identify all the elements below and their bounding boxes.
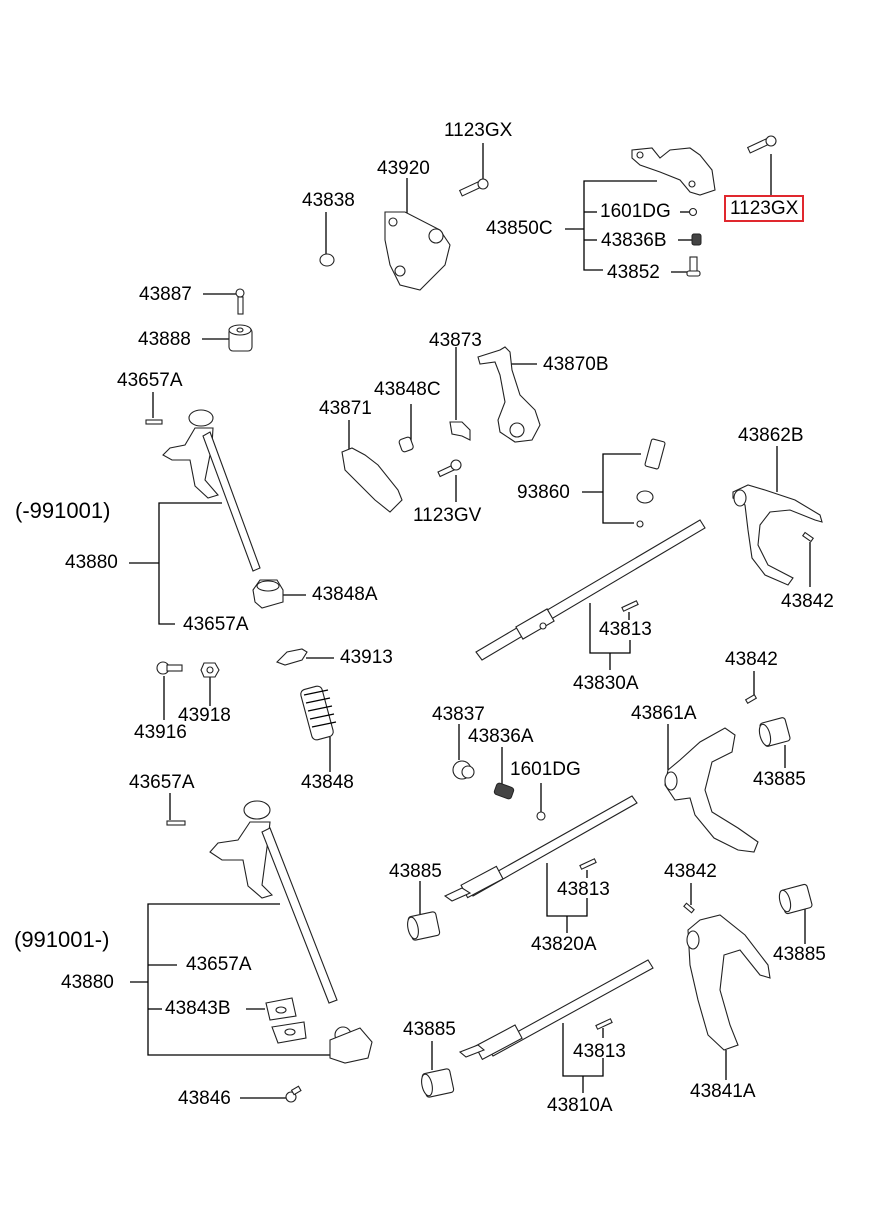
callout-43836a[interactable]: 43836A bbox=[468, 726, 534, 747]
callout-43861a[interactable]: 43861A bbox=[631, 703, 697, 724]
spring-43848-icon bbox=[300, 685, 337, 741]
callout-43870b[interactable]: 43870B bbox=[543, 354, 609, 375]
ball-1601dg-top-icon bbox=[688, 207, 698, 217]
plug-43837-icon bbox=[452, 760, 475, 780]
callout-43885-2[interactable]: 43885 bbox=[389, 861, 442, 882]
bolt-43846-icon bbox=[285, 1085, 302, 1103]
callout-43920[interactable]: 43920 bbox=[377, 158, 430, 179]
callout-43836b[interactable]: 43836B bbox=[601, 230, 667, 251]
callout-43657a-3[interactable]: 43657A bbox=[129, 772, 195, 793]
callout-43848[interactable]: 43848 bbox=[301, 772, 354, 793]
switch-93860-icon bbox=[636, 438, 666, 528]
callout-43842-1[interactable]: 43842 bbox=[781, 591, 834, 612]
callout-43880-early[interactable]: 43880 bbox=[65, 552, 118, 573]
callout-43842-2[interactable]: 43842 bbox=[725, 649, 778, 670]
bushing-43885-2-icon bbox=[407, 911, 441, 941]
callout-43830a[interactable]: 43830A bbox=[573, 673, 639, 694]
nut-43918-icon bbox=[200, 662, 220, 678]
callout-43885-4[interactable]: 43885 bbox=[403, 1019, 456, 1040]
shift-rail-43810a-icon bbox=[458, 959, 654, 1061]
callout-43810a[interactable]: 43810A bbox=[547, 1095, 613, 1116]
group-label-late: (991001-) bbox=[14, 927, 110, 952]
callout-43848c[interactable]: 43848C bbox=[374, 379, 441, 400]
lever-43870b-icon bbox=[477, 346, 541, 443]
spring-43848c-icon bbox=[398, 436, 414, 453]
pin-43813-1-icon bbox=[621, 600, 639, 612]
bolt-1123gx-top-icon bbox=[458, 178, 489, 197]
bushing-43888-icon bbox=[228, 324, 253, 352]
callout-43888[interactable]: 43888 bbox=[138, 329, 191, 350]
shift-shaft-43880-early-icon bbox=[162, 409, 261, 572]
pin-43813-3-icon bbox=[595, 1018, 613, 1030]
seal-43848a-icon bbox=[252, 579, 284, 609]
callout-43846[interactable]: 43846 bbox=[178, 1088, 231, 1109]
callout-43657a-1[interactable]: 43657A bbox=[117, 370, 183, 391]
callout-43657a-2[interactable]: 43657A bbox=[183, 614, 249, 635]
plate-43913-icon bbox=[276, 648, 308, 666]
ball-1601dg-mid-icon bbox=[536, 811, 546, 821]
bracket-43871-icon bbox=[341, 447, 403, 513]
callout-43813-1[interactable]: 43813 bbox=[599, 619, 652, 640]
shift-rail-43820a-icon bbox=[443, 795, 638, 902]
fork-43861a-icon bbox=[664, 727, 759, 853]
callout-43837[interactable]: 43837 bbox=[432, 704, 485, 725]
housing-43850c-icon bbox=[631, 147, 716, 196]
shift-rail-43830a-icon bbox=[475, 519, 706, 661]
callout-43813-3[interactable]: 43813 bbox=[573, 1041, 626, 1062]
bolt-43887-icon bbox=[235, 288, 245, 315]
callout-1123gv[interactable]: 1123GV bbox=[413, 505, 482, 526]
callout-43852[interactable]: 43852 bbox=[607, 262, 660, 283]
shift-shaft-43880-late-icon bbox=[209, 800, 338, 1004]
bolt-1123gv-icon bbox=[437, 459, 462, 478]
callout-43885-1[interactable]: 43885 bbox=[753, 769, 806, 790]
bolt-43916-icon bbox=[156, 661, 183, 675]
fork-43862b-icon bbox=[732, 484, 823, 586]
callout-43873[interactable]: 43873 bbox=[429, 330, 482, 351]
callout-43913[interactable]: 43913 bbox=[340, 647, 393, 668]
callout-43871[interactable]: 43871 bbox=[319, 398, 372, 419]
callout-43838[interactable]: 43838 bbox=[302, 190, 355, 211]
bushing-43885-3-icon bbox=[778, 883, 813, 915]
callout-43880-late[interactable]: 43880 bbox=[61, 972, 114, 993]
callout-43848a[interactable]: 43848A bbox=[312, 584, 378, 605]
bolt-1123gx-highlight-icon bbox=[746, 135, 777, 154]
callout-1123gx-highlighted[interactable]: 1123GX bbox=[724, 195, 805, 222]
pin-43852-icon bbox=[686, 256, 701, 277]
callout-1601dg-top[interactable]: 1601DG bbox=[600, 201, 671, 222]
callout-1123gx-top[interactable]: 1123GX bbox=[444, 120, 513, 141]
callout-93860[interactable]: 93860 bbox=[517, 482, 570, 503]
callout-43657a-4[interactable]: 43657A bbox=[186, 954, 252, 975]
pin-43813-2-icon bbox=[579, 858, 597, 870]
callout-1601dg-mid[interactable]: 1601DG bbox=[510, 759, 581, 780]
fork-43841a-icon bbox=[686, 914, 771, 1051]
group-label-early: (-991001) bbox=[15, 498, 111, 523]
bushing-43885-4-icon bbox=[421, 1068, 455, 1098]
pin-43657a-3-icon bbox=[166, 820, 186, 826]
leader-lines bbox=[129, 143, 811, 1099]
callout-43820a[interactable]: 43820A bbox=[531, 934, 597, 955]
callout-43918[interactable]: 43918 bbox=[178, 705, 231, 726]
rollpin-43842-1-icon bbox=[801, 531, 815, 543]
bushing-43885-1-icon bbox=[758, 717, 791, 747]
callout-43813-2[interactable]: 43813 bbox=[557, 879, 610, 900]
spring-43836a-icon bbox=[493, 782, 515, 800]
rollpin-43842-2-icon bbox=[744, 694, 758, 704]
callout-43843b[interactable]: 43843B bbox=[165, 998, 231, 1019]
callout-43885-3[interactable]: 43885 bbox=[773, 944, 826, 965]
rollpin-43842-3-icon bbox=[683, 902, 695, 914]
callout-43862b[interactable]: 43862B bbox=[738, 425, 804, 446]
spring-43836b-icon bbox=[691, 233, 702, 246]
select-lever-43880-icon bbox=[329, 1026, 373, 1064]
part-43873-icon bbox=[449, 421, 471, 441]
callout-43916[interactable]: 43916 bbox=[134, 722, 187, 743]
plug-43838-icon bbox=[319, 253, 335, 267]
callout-43887[interactable]: 43887 bbox=[139, 284, 192, 305]
plate-43843b-icon bbox=[265, 997, 307, 1044]
callout-43841a[interactable]: 43841A bbox=[690, 1081, 756, 1102]
callout-43842-3[interactable]: 43842 bbox=[664, 861, 717, 882]
callout-43850c[interactable]: 43850C bbox=[486, 218, 553, 239]
pin-43657a-1-icon bbox=[145, 419, 163, 425]
